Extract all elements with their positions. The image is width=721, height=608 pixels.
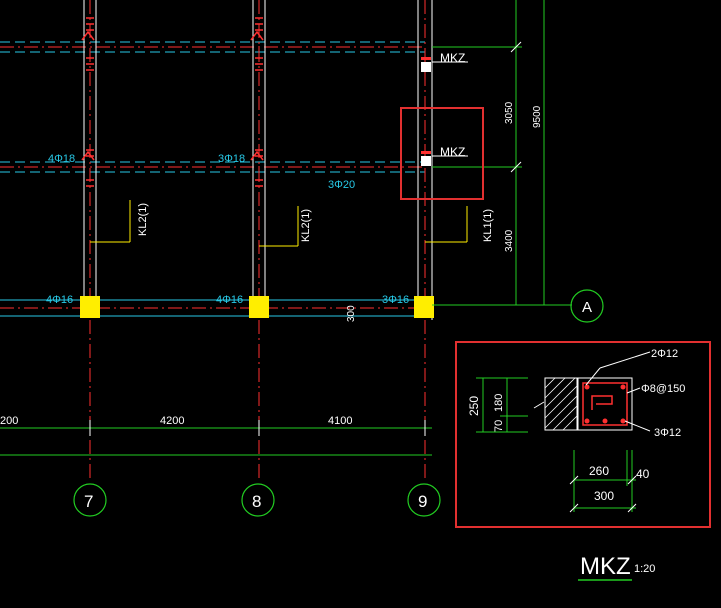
- detail-panel-frame: [455, 341, 711, 528]
- beam-label-1: KL2(1): [137, 203, 149, 236]
- column-7: [80, 296, 100, 318]
- vertical-axes: [89, 0, 426, 480]
- detail-scale: 1:20: [634, 563, 655, 575]
- span-dim-1: 200: [0, 415, 18, 427]
- detail-title-text: MKZ: [580, 553, 631, 580]
- axis-bubble-9: [407, 483, 441, 517]
- beam-label-2: KL2(1): [300, 209, 312, 242]
- columns: [80, 296, 434, 318]
- column-9: [414, 296, 434, 318]
- detail-dim-300: 300: [594, 489, 614, 503]
- axis-label-9: 9: [418, 492, 427, 511]
- rebar-bottom-2: 4Φ16: [216, 294, 243, 306]
- rebar-marks: [81, 17, 264, 187]
- plan-text: 4Φ18 3Φ18 3Φ20 4Φ16 4Φ16 3Φ16 MKZ MKZ KL…: [0, 51, 592, 511]
- detail-dim-260: 260: [589, 464, 609, 478]
- mkz-label-2: MKZ: [440, 145, 465, 159]
- detail-rebar-stirrup: Φ8@150: [641, 383, 685, 395]
- axis-label-8: 8: [252, 492, 261, 511]
- rebar-top-2: 3Φ18: [218, 153, 245, 165]
- beam-lines: [0, 41, 432, 317]
- dim-300: 300: [346, 305, 357, 322]
- detail-dim-250: 250: [467, 396, 481, 416]
- beam-leaders: [90, 200, 468, 247]
- beam-axes: [0, 46, 432, 309]
- detail-section: 250 180 70 260 300 40 2Φ12 Φ8@150 3Φ12: [467, 348, 685, 513]
- span-dim-2: 4200: [160, 415, 184, 427]
- right-dim-1: 3050: [504, 101, 515, 124]
- mkz-markers: [421, 57, 468, 166]
- beam-label-3: KL1(1): [482, 209, 494, 242]
- detail-dim-180: 180: [493, 394, 505, 412]
- detail-rebar-top: 2Φ12: [651, 348, 678, 360]
- rebar-top-3: 3Φ20: [328, 179, 355, 191]
- mkz-label-1: MKZ: [440, 51, 465, 65]
- right-dim-2: 9500: [532, 105, 543, 128]
- vertical-beams: [83, 0, 433, 320]
- highlight-box-mkz: [400, 107, 484, 200]
- column-8: [249, 296, 269, 318]
- axis-bubbles: [73, 289, 604, 517]
- axis-label-7: 7: [84, 492, 93, 511]
- rebar-bottom-3: 3Φ16: [382, 294, 409, 306]
- rebar-bottom-1: 4Φ16: [46, 294, 73, 306]
- axis-bubble-a: [570, 289, 604, 323]
- span-dim-3: 4100: [328, 415, 352, 427]
- rebar-top-1: 4Φ18: [48, 153, 75, 165]
- detail-dim-70: 70: [493, 420, 505, 432]
- right-dim-3: 3400: [504, 229, 515, 252]
- detail-dim-40: 40: [636, 467, 650, 481]
- span-dimension-lines: [0, 420, 432, 456]
- detail-title: MKZ 1:20: [578, 553, 655, 581]
- axis-label-a: A: [582, 299, 592, 316]
- right-dimensions: [432, 0, 572, 306]
- axis-bubble-7: [73, 483, 107, 517]
- detail-rebar-bottom: 3Φ12: [654, 427, 681, 439]
- axis-bubble-8: [241, 483, 275, 517]
